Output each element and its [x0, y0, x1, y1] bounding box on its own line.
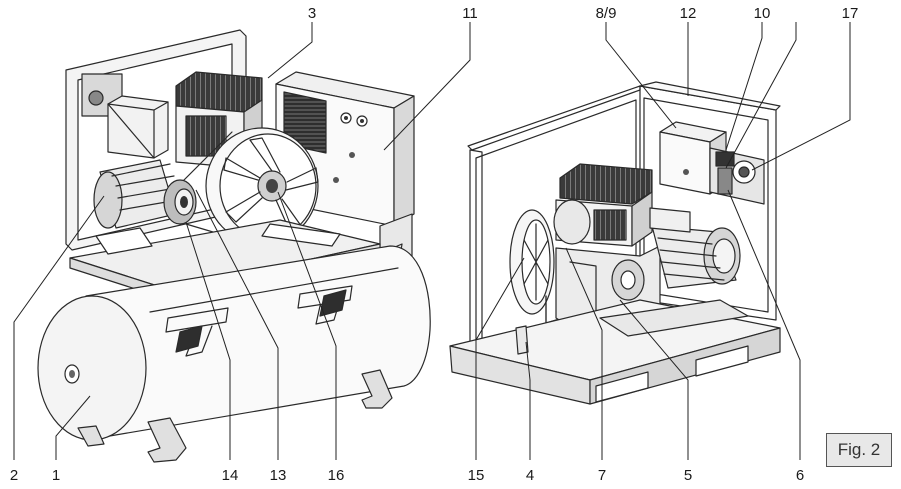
electric-motor-right — [649, 207, 741, 289]
callouts-bottom: 2 1 14 13 16 15 4 7 5 6 — [10, 467, 804, 484]
callout-8-9: 8/9 — [596, 5, 617, 22]
figure-label: Fig. 2 — [826, 433, 892, 467]
callout-17: 17 — [842, 5, 859, 22]
callout-7: 7 — [598, 467, 606, 484]
tank-mounted-compressor — [37, 29, 431, 463]
callout-11: 11 — [462, 5, 478, 22]
base-mounted-compressor — [449, 81, 781, 405]
callout-12: 12 — [680, 5, 697, 22]
callout-3: 3 — [308, 5, 316, 22]
flywheel-left — [205, 127, 319, 245]
motor-terminal-box — [107, 95, 169, 159]
callout-13: 13 — [270, 467, 287, 484]
callout-10: 10 — [754, 5, 771, 22]
electric-motor-left — [93, 159, 197, 229]
callout-16: 16 — [328, 467, 345, 484]
air-receiver-tank — [37, 245, 431, 441]
leader-lines — [13, 22, 851, 460]
gauge-panel — [709, 147, 765, 205]
callouts-top: 3 11 8/9 12 10 17 — [308, 5, 859, 22]
callout-2: 2 — [10, 467, 18, 484]
right-base-plate — [449, 299, 781, 405]
callout-1: 1 — [52, 467, 60, 484]
callout-15: 15 — [468, 467, 485, 484]
callout-5: 5 — [684, 467, 692, 484]
callout-6: 6 — [796, 467, 804, 484]
callout-4: 4 — [526, 467, 534, 484]
compressor-head-right — [553, 163, 653, 247]
tank-feet — [77, 369, 393, 463]
flywheel-right — [509, 209, 555, 315]
callout-14: 14 — [222, 467, 239, 484]
